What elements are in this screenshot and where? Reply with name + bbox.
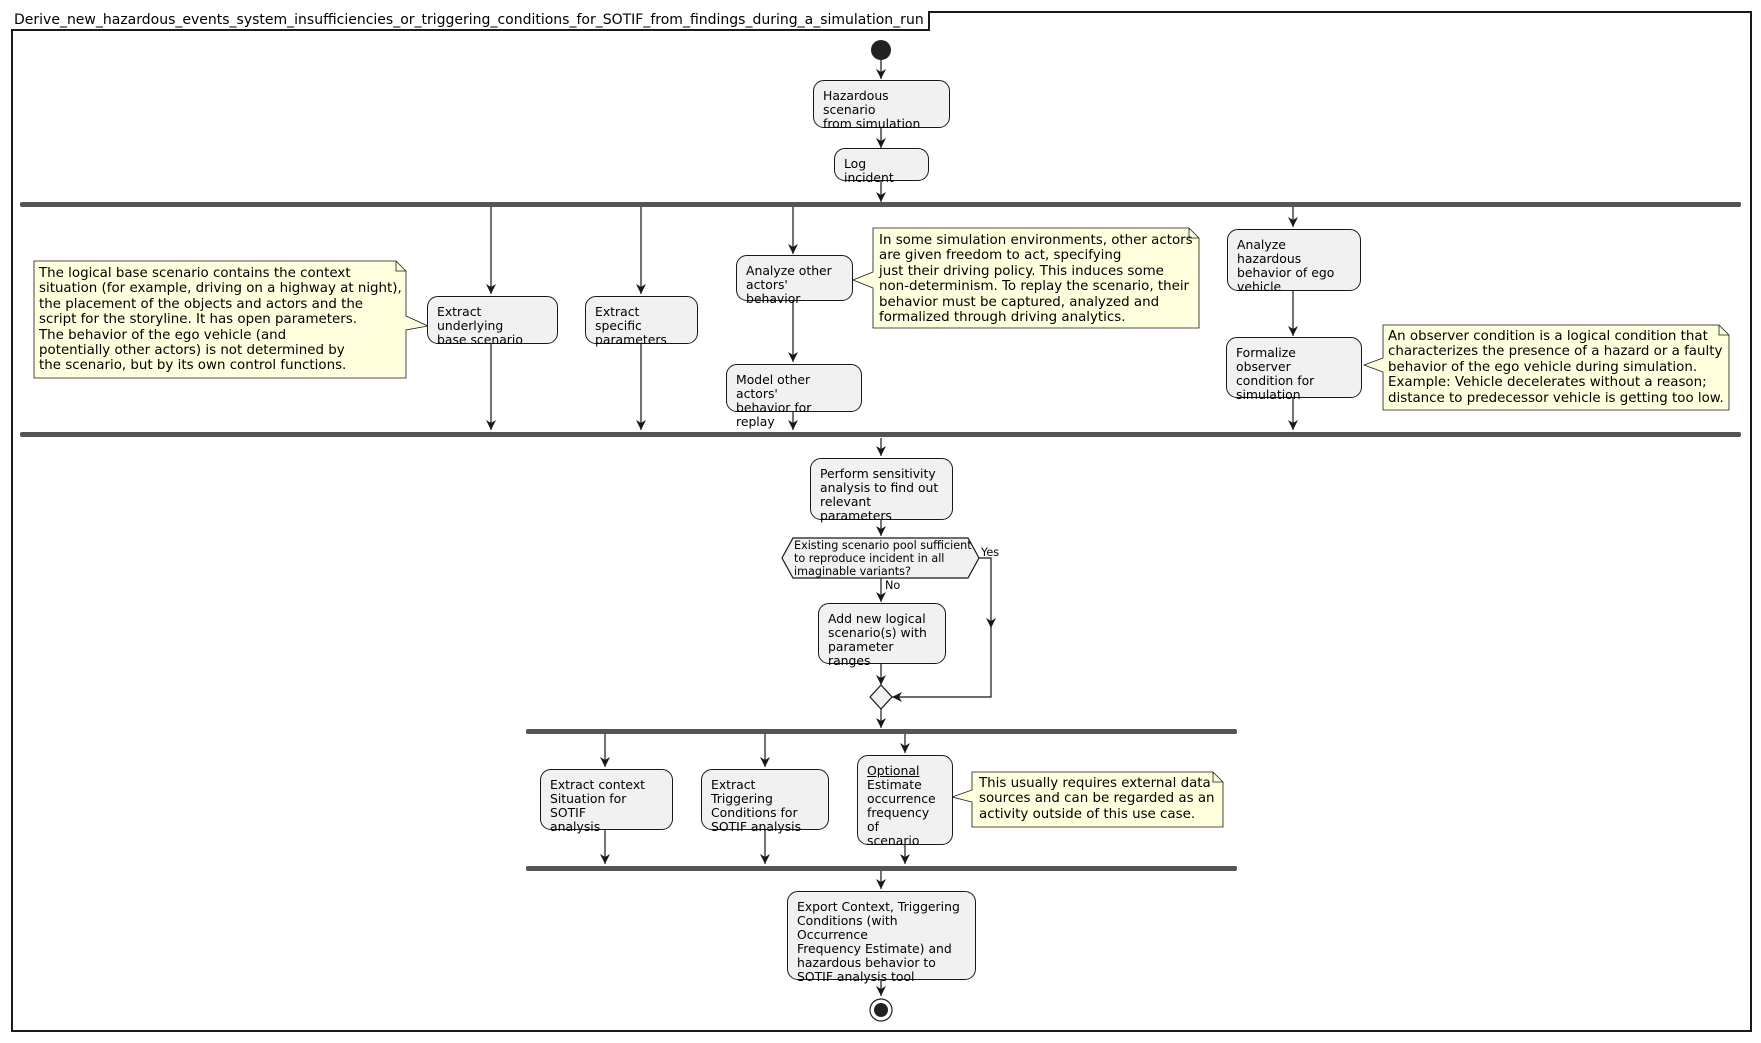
activity-add-logical-scenario: Add new logical scenario(s) with paramet… — [818, 603, 946, 668]
activity-export: Export Context, Triggering Conditions (w… — [787, 891, 976, 984]
estimate-text: Estimate occurrence frequency of scenari… — [867, 777, 936, 848]
end-node — [869, 998, 893, 1022]
decision-no-label: No — [885, 579, 901, 592]
activity-sensitivity-analysis: Perform sensitivity analysis to find out… — [810, 458, 953, 523]
merge-node — [869, 684, 893, 710]
note-external-data-text: This usually requires external data sour… — [979, 776, 1215, 822]
activity-extract-base-scenario: Extract underlying base scenario — [427, 296, 558, 347]
activity-extract-triggering: Extract Triggering Conditions for SOTIF … — [701, 769, 829, 834]
note-base-scenario-text: The logical base scenario contains the c… — [39, 266, 402, 374]
activity-formalize-observer: Formalize observer condition for simulat… — [1226, 337, 1362, 402]
flow-arrow — [979, 557, 996, 628]
activity-analyze-actors: Analyze other actors' behavior — [736, 255, 853, 306]
join-bar — [526, 866, 1237, 871]
start-node — [871, 40, 891, 60]
diagram-title: Derive_new_hazardous_events_system_insuf… — [11, 11, 930, 31]
note-observer — [1362, 324, 1730, 411]
optional-label: Optional — [867, 763, 920, 778]
decision-question: Existing scenario pool sufficient to rep… — [794, 539, 972, 578]
flow-arrow — [892, 620, 992, 702]
activity-model-actors: Model other actors' behavior for replay — [726, 364, 862, 429]
end-node-inner — [874, 1003, 888, 1017]
activity-extract-context: Extract context Situation for SOTIF anal… — [540, 769, 673, 834]
note-shapes — [33, 227, 1730, 828]
decision-yes-label: Yes — [981, 546, 1000, 559]
activity-estimate-frequency: Optional Estimate occurrence frequency o… — [857, 755, 953, 848]
decision-node — [781, 537, 980, 579]
activity-log-incident: Log incident — [834, 148, 929, 185]
note-other-actors — [851, 227, 1200, 329]
join-bar — [20, 432, 1741, 437]
note-external-data — [950, 771, 1224, 828]
note-observer-text: An observer condition is a logical condi… — [1388, 329, 1724, 406]
fork-bar — [20, 202, 1741, 207]
activity-hazardous-scenario: Hazardous scenario from simulation — [813, 80, 950, 131]
note-other-actors-text: In some simulation environments, other a… — [879, 233, 1193, 326]
activity-extract-parameters: Extract specific parameters — [585, 296, 698, 347]
fork-bar — [526, 729, 1237, 734]
activity-analyze-ego: Analyze hazardous behavior of ego vehicl… — [1227, 229, 1361, 294]
